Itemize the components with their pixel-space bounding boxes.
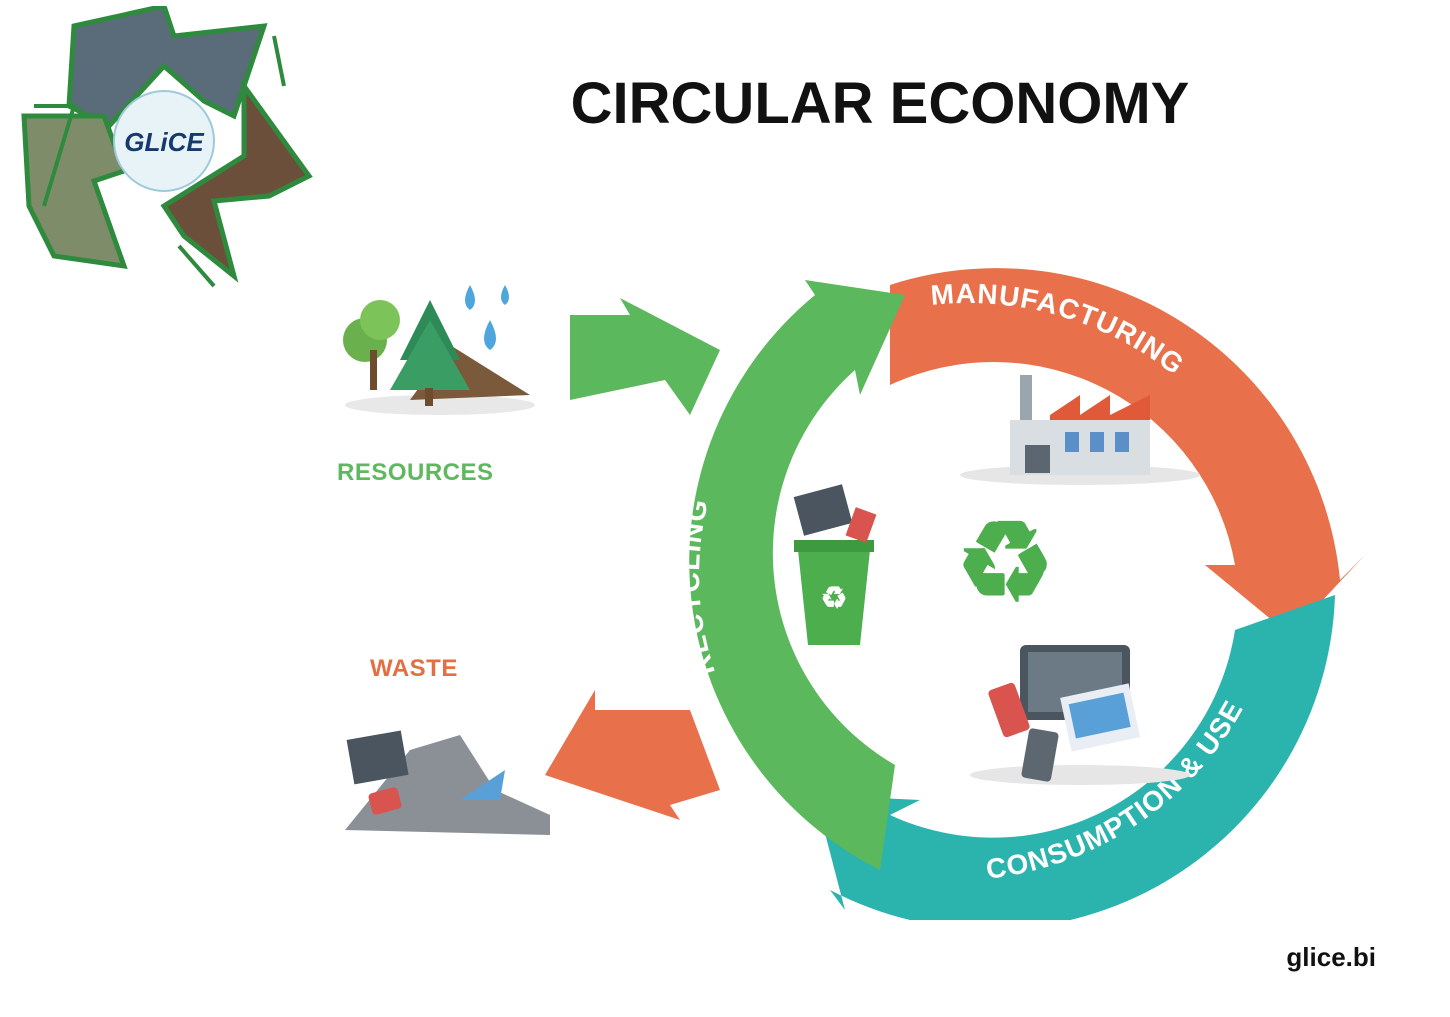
devices-icon (970, 645, 1190, 785)
water-drops-icon (465, 285, 509, 350)
svg-text:♻: ♻ (821, 582, 848, 615)
recycling-arrow (689, 280, 905, 870)
waste-outflow-arrow (545, 690, 720, 820)
trees-icon (343, 300, 535, 415)
footer-url: glice.bi (1286, 942, 1376, 973)
page-title: CIRCULAR ECONOMY (560, 70, 1200, 137)
waste-label: WASTE (370, 655, 458, 683)
consumption-arrow (815, 595, 1335, 920)
recycle-symbol-icon: ♻ (956, 501, 1055, 624)
svg-text:♻: ♻ (956, 501, 1055, 624)
resources-label: RESOURCES (337, 459, 494, 487)
waste-pile-icon (345, 730, 550, 835)
recycle-bin-icon: ♻ (794, 484, 877, 645)
resources-inflow-arrow (570, 298, 720, 415)
circular-economy-diagram: MANUFACTURING CONSUMPTION & USE RECYCLIN… (320, 190, 1400, 920)
logo-text: GLiCE (124, 127, 204, 157)
glice-logo: GLiCE (14, 6, 314, 296)
